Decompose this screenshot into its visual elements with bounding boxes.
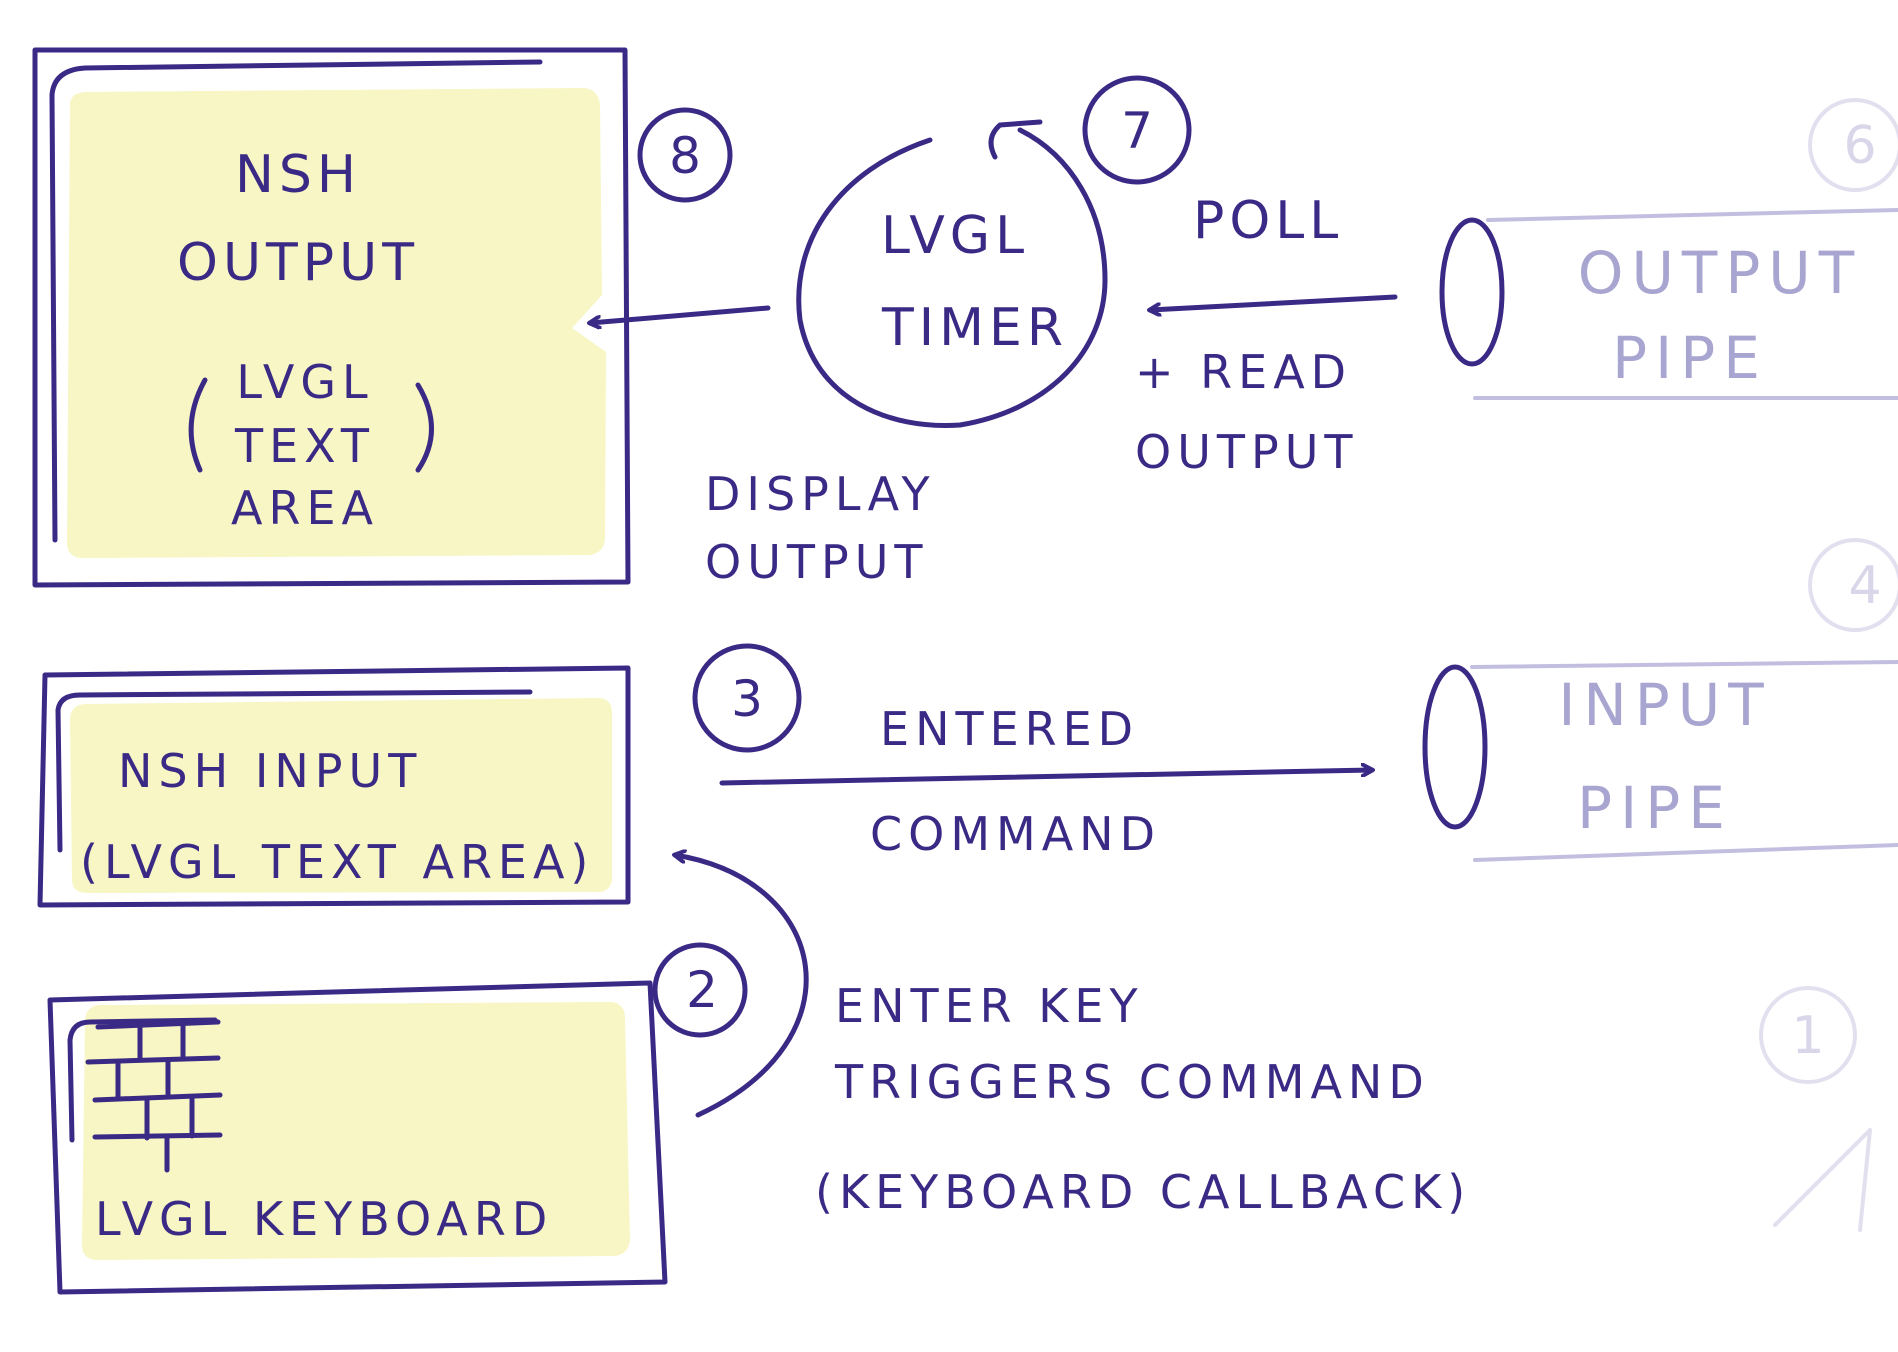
step-7-number: 7	[1121, 102, 1153, 160]
nsh-input-title-1: NSH INPUT	[118, 744, 422, 798]
step-8-badge: 8	[637, 107, 733, 203]
lvgl-timer-title-1: LVGL	[881, 206, 1029, 266]
lvgl-timer-loop-arrow	[988, 119, 1043, 160]
nsh-output-frame	[32, 47, 631, 588]
lvgl-keyboard-inner-frame	[67, 1017, 218, 1143]
output-label: OUTPUT	[1135, 425, 1358, 479]
poll-label: POLL	[1193, 191, 1343, 251]
nsh-output-title-2: OUTPUT	[177, 233, 419, 293]
nsh-input-box: NSH INPUT (LVGL TEXT AREA)	[37, 665, 631, 908]
enter-key-label-1: ENTER KEY	[835, 979, 1144, 1033]
step-1-badge: 1	[1759, 986, 1857, 1084]
nsh-input-title-2: (LVGL TEXT AREA)	[80, 835, 594, 889]
lvgl-timer-circle	[796, 127, 1108, 429]
command-label: COMMAND	[870, 807, 1161, 861]
enter-key-arrow	[675, 855, 809, 1118]
nsh-input-inner-frame	[55, 689, 533, 853]
output-pipe-title-2: PIPE	[1612, 324, 1768, 392]
step-3-badge: 3	[692, 643, 802, 753]
enter-key-label-3: (KEYBOARD CALLBACK)	[815, 1165, 1471, 1219]
lvgl-timer-node: LVGL TIMER	[796, 119, 1108, 429]
nsh-output-inner-frame	[49, 59, 543, 543]
poll-read-arrow	[1150, 294, 1398, 310]
step-2-badge: 2	[652, 942, 748, 1038]
nsh-output-left-paren	[188, 377, 208, 473]
lvgl-timer-title-2: TIMER	[881, 298, 1068, 358]
nsh-input-frame	[37, 665, 631, 908]
output-pipe-node: OUTPUT PIPE	[1439, 208, 1898, 400]
input-pipe-node: INPUT PIPE	[1422, 660, 1898, 862]
input-pipe-title-1: INPUT	[1558, 671, 1771, 739]
lvgl-keyboard-box: LVGL KEYBOARD	[47, 980, 668, 1295]
nsh-output-sub-1: LVGL	[236, 355, 373, 409]
nsh-output-title-1: NSH	[235, 145, 361, 205]
keyboard-grid-icon	[85, 1019, 223, 1173]
read-label: + READ	[1135, 345, 1352, 399]
output-pipe-title-1: OUTPUT	[1578, 239, 1862, 307]
step-2-number: 2	[686, 961, 718, 1019]
nsh-output-sub-2: TEXT	[234, 419, 375, 473]
step-1-number: 1	[1791, 1006, 1824, 1066]
step-3-number: 3	[731, 670, 763, 728]
step-7-badge: 7	[1082, 75, 1192, 185]
display-output-label-1: DISPLAY	[705, 467, 936, 521]
step-4-badge: 4	[1808, 538, 1898, 632]
lvgl-keyboard-frame	[47, 980, 668, 1295]
enter-key-label-2: TRIGGERS COMMAND	[834, 1055, 1430, 1109]
step-8-number: 8	[669, 127, 701, 185]
step-6-number: 6	[1843, 116, 1876, 176]
display-output-label-2: OUTPUT	[705, 535, 928, 589]
nsh-output-right-paren	[415, 382, 434, 473]
nsh-output-sub-3: AREA	[231, 481, 379, 535]
ghost-stroke	[1773, 1128, 1872, 1232]
entered-command-arrow	[719, 770, 1372, 786]
step-6-badge: 6	[1808, 98, 1898, 192]
nsh-output-box: NSH OUTPUT LVGL TEXT AREA	[32, 47, 631, 588]
input-pipe-title-2: PIPE	[1577, 774, 1733, 842]
display-output-arrow	[590, 305, 771, 323]
step-4-number: 4	[1848, 556, 1881, 616]
lvgl-keyboard-label: LVGL KEYBOARD	[95, 1192, 553, 1246]
entered-label: ENTERED	[880, 702, 1139, 756]
